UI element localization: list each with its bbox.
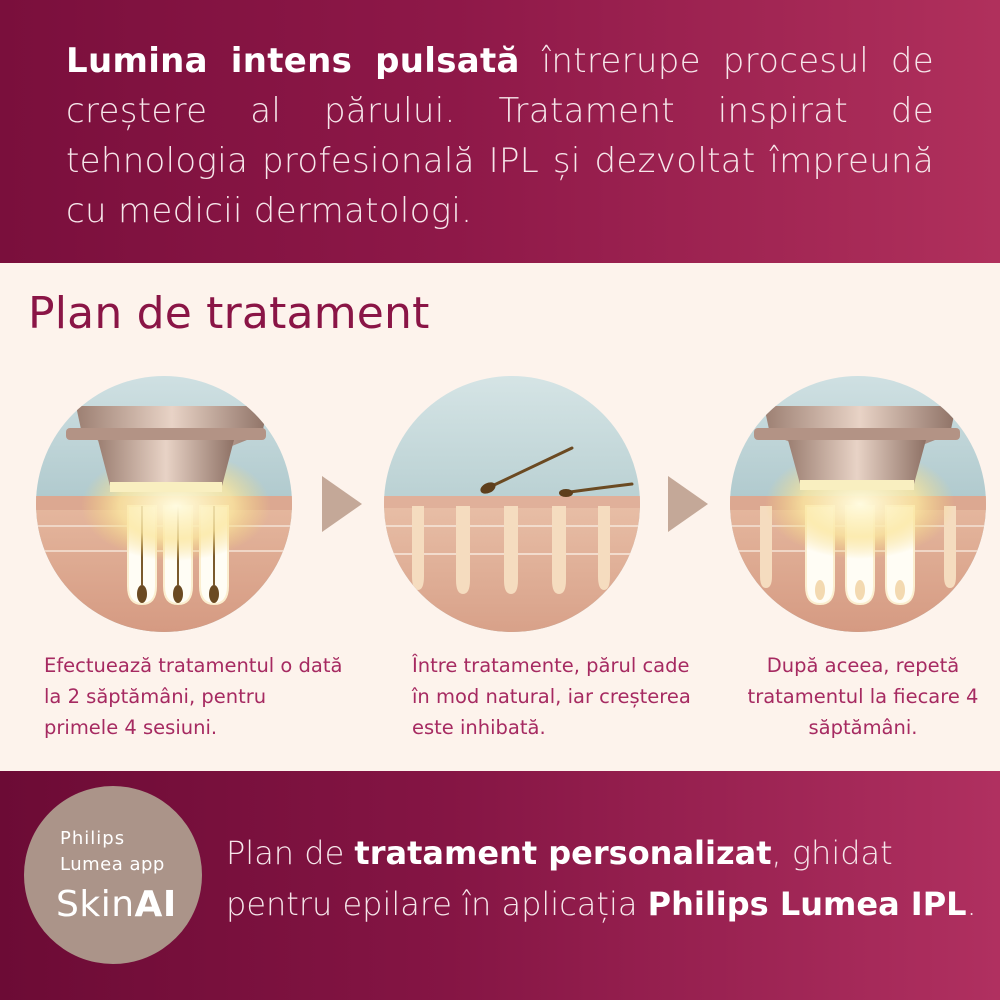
top-banner xyxy=(0,0,1000,263)
ipl-device-treatment-icon xyxy=(36,376,292,632)
next-arrow-icon xyxy=(322,476,362,532)
step2-illustration xyxy=(384,376,640,632)
badge-brand: Philips xyxy=(60,828,126,849)
step3-caption: După aceea, repetă tratamentul la fiecar… xyxy=(747,654,979,739)
step3-illustration xyxy=(730,376,986,632)
intro-text: Lumina intens pulsată întrerupe procesul… xyxy=(66,36,934,236)
step1-caption: Efectuează tratamentul o dată la 2 săptă… xyxy=(44,654,343,739)
step2-caption: Între tratamente, părul cade în mod natu… xyxy=(412,654,691,739)
intro-bold: Lumina intens pulsată xyxy=(66,41,520,81)
next-arrow-icon xyxy=(668,476,708,532)
step1-illustration xyxy=(36,376,292,632)
plan-title: Plan de tratament xyxy=(28,288,430,339)
badge-skinai: SkinAI xyxy=(56,884,177,925)
badge-app-name: Lumea app xyxy=(60,854,165,875)
ipl-device-repeat-icon xyxy=(730,376,986,632)
app-description: Plan de tratament personalizat, ghidat p… xyxy=(226,834,977,923)
skinai-app-badge: Philips Lumea app SkinAI xyxy=(24,786,202,964)
hair-shedding-icon xyxy=(384,376,640,632)
intro-rest: întrerupe procesul de creștere al părulu… xyxy=(66,41,935,231)
